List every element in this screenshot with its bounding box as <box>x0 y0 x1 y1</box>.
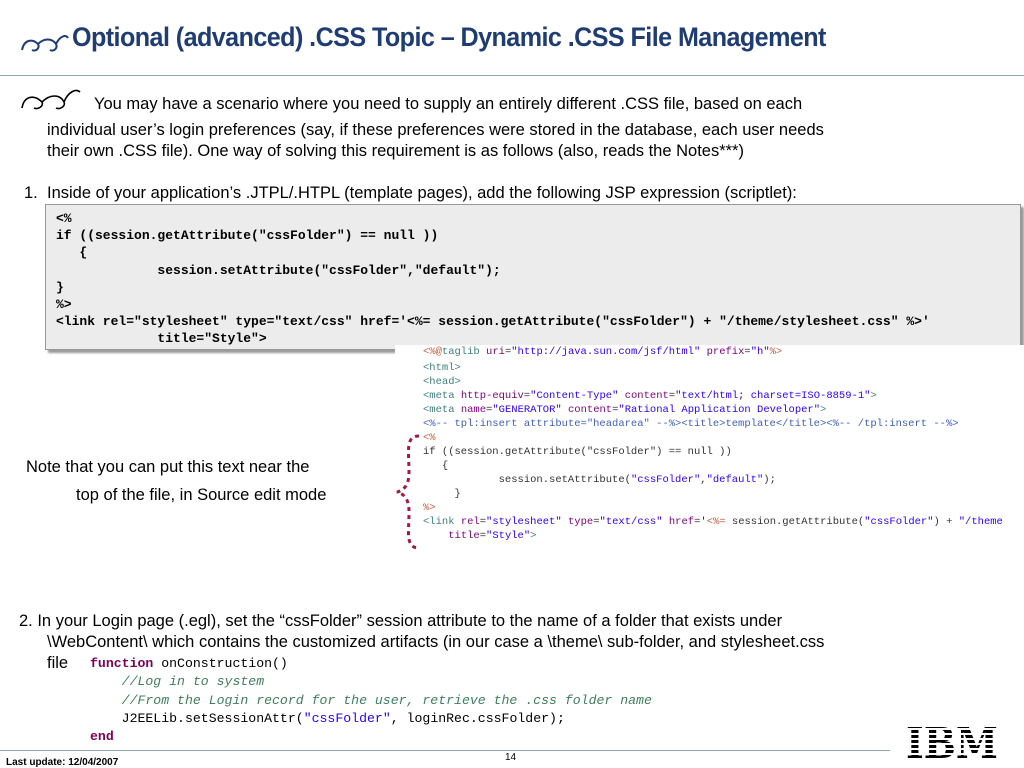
source-editor-screenshot: <%@taglib uri="http://java.sun.com/jsf/h… <box>395 345 1024 555</box>
source-line: title="Style"> <box>448 530 537 542</box>
egl-comment: //Log in to system <box>90 674 265 690</box>
source-line: <%@taglib uri="http://java.sun.com/jsf/h… <box>423 346 783 358</box>
step-1-number: 1. <box>24 184 38 202</box>
egl-code-text: , loginRec.cssFolder); <box>390 710 565 726</box>
source-line: } <box>423 488 461 500</box>
egl-keyword: end <box>90 729 114 745</box>
last-update-text: Last update: 12/04/2007 <box>6 757 119 768</box>
footer-divider <box>0 750 890 751</box>
jsp-scriptlet-code: <% if ((session.getAttribute("cssFolder"… <box>45 204 1021 350</box>
ibm-logo: IBM <box>906 722 998 762</box>
source-line: <head> <box>423 376 461 388</box>
source-line: { <box>423 460 449 472</box>
source-line: if ((session.getAttribute("cssFolder") =… <box>423 446 732 458</box>
note-line-1: Note that you can put this text near the <box>26 458 310 476</box>
egl-code-snippet: function onConstruction() //Log in to sy… <box>84 653 707 750</box>
step-1-text: Inside of your application’s .JTPL/.HTPL… <box>47 184 797 202</box>
step-2-line-2: \WebContent\ which contains the customiz… <box>47 633 825 651</box>
source-line: <%-- tpl:insert attribute="headarea" --%… <box>423 418 959 430</box>
step-2-line-3: file <box>47 654 69 672</box>
intro-line-1: You may have a scenario where you need t… <box>94 95 803 113</box>
source-line: <html> <box>423 362 461 374</box>
intro-line-2: individual user’s login preferences (say… <box>47 121 824 139</box>
egl-string: "cssFolder" <box>303 710 391 726</box>
intro-line-3: their own .CSS file). One way of solving… <box>47 142 744 160</box>
source-line: session.setAttribute("cssFolder","defaul… <box>423 474 776 486</box>
egl-code-text: onConstruction() <box>153 656 288 671</box>
source-line: %> <box>423 502 436 514</box>
glasses-bullet-icon <box>21 35 69 52</box>
page-title: Optional (advanced) .CSS Topic – Dynamic… <box>72 22 826 52</box>
egl-keyword: function <box>90 656 154 671</box>
curly-brace-icon <box>396 434 420 550</box>
glasses-bullet-icon <box>21 89 81 110</box>
note-line-2: top of the file, in Source edit mode <box>76 486 327 504</box>
egl-code-text: J2EELib.setSessionAttr( <box>90 710 304 726</box>
source-line: <meta name="GENERATOR" content="Rational… <box>423 404 827 416</box>
source-line: <meta http-equiv="Content-Type" content=… <box>423 390 877 402</box>
title-divider <box>0 75 1024 76</box>
page-number: 14 <box>505 752 517 763</box>
source-line: <% <box>423 432 436 444</box>
egl-comment: //From the Login record for the user, re… <box>90 692 652 708</box>
step-2-line-1: 2. In your Login page (.egl), set the “c… <box>19 612 783 630</box>
source-line: <link rel="stylesheet" type="text/css" h… <box>423 516 1003 528</box>
